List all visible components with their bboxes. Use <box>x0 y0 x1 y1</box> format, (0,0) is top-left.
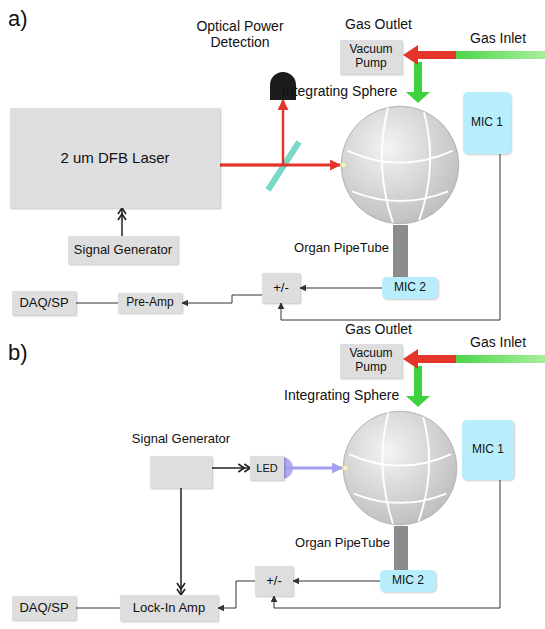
microphone: MIC 2 <box>380 570 436 592</box>
integrating-sphere: Integrating Sphere <box>342 410 458 526</box>
vacuum-pump: Vacuum Pump <box>340 344 402 378</box>
connector <box>293 581 380 582</box>
connector <box>284 467 342 470</box>
signal-generator: Signal Generator <box>150 456 212 488</box>
gas-label: Gas Outlet <box>345 16 412 32</box>
box-label: LED <box>256 462 277 475</box>
microphone: MIC 1 <box>462 420 514 480</box>
organ-pipe-tube: Organ PipeTube <box>393 225 408 277</box>
sphere-outline <box>340 105 460 225</box>
daq-box: DAQ/SP <box>12 596 76 620</box>
part-label: Organ PipeTube <box>289 241 389 256</box>
box-label: Lock-In Amp <box>133 601 205 616</box>
gas-inlet-arrow <box>414 62 422 92</box>
microphone: MIC 1 <box>463 92 511 154</box>
connector <box>220 100 283 165</box>
gas-outlet-arrow <box>403 45 456 65</box>
organ-pipe-tube: Organ PipeTube <box>394 526 408 570</box>
box-label: 2 um DFB Laser <box>60 149 169 166</box>
box-label: MIC 1 <box>472 443 504 457</box>
differential-box: +/- <box>262 273 300 303</box>
gas-inlet-arrowhead <box>406 92 430 103</box>
sphere-outline <box>342 410 458 526</box>
box-label: Vacuum Pump <box>342 347 400 375</box>
connector <box>121 208 123 236</box>
connector <box>212 467 250 469</box>
box-label: DAQ/SP <box>19 601 68 616</box>
gas-inlet-arrowhead <box>406 396 430 407</box>
pre-amp: Pre-Amp <box>118 293 182 313</box>
lock-in-amp: Lock-In Amp <box>120 595 218 621</box>
connector <box>182 295 262 303</box>
integrating-sphere: Integrating Sphere <box>340 105 460 225</box>
connector <box>218 581 255 608</box>
part-label: Integrating Sphere <box>284 387 414 403</box>
box-label: DAQ/SP <box>19 296 68 311</box>
led: LED <box>250 456 283 480</box>
connector <box>76 608 120 609</box>
daq-box: DAQ/SP <box>12 291 76 315</box>
box-label: MIC 1 <box>471 116 503 130</box>
gas-label: Gas Inlet <box>470 30 526 46</box>
signal-generator: Signal Generator <box>68 236 178 264</box>
gas-outlet-arrow <box>403 349 456 369</box>
part-label: Signal Generator <box>119 432 243 447</box>
vacuum-pump: Vacuum Pump <box>340 40 402 74</box>
box-label: Pre-Amp <box>126 296 173 310</box>
box-label: Vacuum Pump <box>342 43 400 71</box>
part-label: Optical Power Detection <box>165 18 315 50</box>
part-label: Organ PipeTube <box>290 536 390 551</box>
box-label: +/- <box>266 574 282 589</box>
differential-box: +/- <box>255 566 293 596</box>
laser-box: 2 um DFB Laser <box>10 108 220 208</box>
gas-label: Gas Outlet <box>345 321 412 337</box>
connector <box>180 488 182 595</box>
box-label: MIC 2 <box>394 281 426 295</box>
box-label: Signal Generator <box>74 243 172 258</box>
connector <box>76 303 118 304</box>
part-label: Integrating Sphere <box>282 83 412 99</box>
microphone: MIC 2 <box>382 277 438 299</box>
connector <box>300 288 382 289</box>
gas-inlet-arrow <box>414 366 422 396</box>
box-label: +/- <box>273 281 289 296</box>
panel-letter: b) <box>8 340 28 366</box>
gas-label: Gas Inlet <box>470 334 526 350</box>
box-label: MIC 2 <box>392 574 424 588</box>
panel-letter: a) <box>8 6 28 32</box>
